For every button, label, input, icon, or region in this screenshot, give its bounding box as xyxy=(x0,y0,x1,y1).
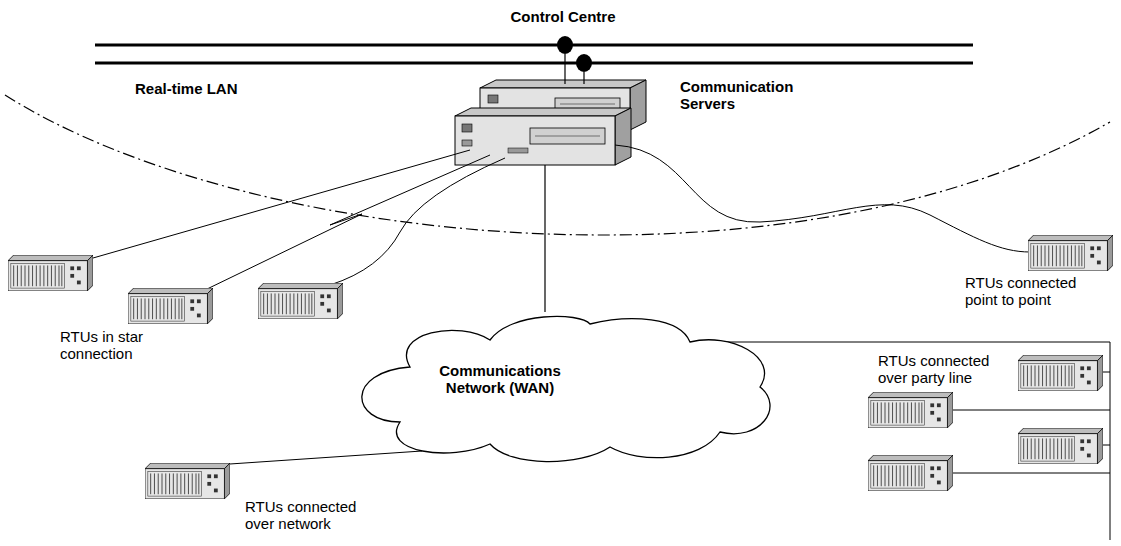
star-wire xyxy=(330,158,505,285)
lan-tap xyxy=(583,72,584,84)
rtu-rack xyxy=(8,255,93,291)
lan-label: Real-time LAN xyxy=(135,80,238,97)
cloud-outline xyxy=(340,312,785,467)
rtu-rack xyxy=(1028,235,1113,271)
boundary-curve xyxy=(5,95,1110,235)
star-wire xyxy=(93,150,470,258)
server-label: Communication Servers xyxy=(680,78,793,113)
lan-connector-dot xyxy=(557,36,573,54)
rtu-rack xyxy=(1018,355,1103,391)
lan-bus xyxy=(95,62,973,65)
rtu-rack xyxy=(258,283,343,319)
cloud-shape xyxy=(362,316,770,461)
rtu-rack xyxy=(128,288,213,324)
server-group: Communication Servers xyxy=(450,70,800,165)
cloud-label: Communications Network (WAN) xyxy=(439,362,561,397)
rtu-group-label: RTUs connected over party line xyxy=(878,352,1013,387)
network-cloud: Communications Network (WAN) xyxy=(340,312,785,467)
network-link xyxy=(544,165,545,312)
star-wire xyxy=(205,155,490,290)
lan-bus xyxy=(95,44,973,47)
rtu-group-label: RTUs connected point to point xyxy=(965,274,1100,309)
rtu-rack xyxy=(145,463,230,499)
lan-connector-dot xyxy=(576,54,592,72)
rtu-group-label: RTUs connected over network xyxy=(245,498,380,533)
lan-tap xyxy=(564,54,565,84)
rtu-group-label: RTUs in star connection xyxy=(60,328,175,363)
server-unit xyxy=(455,108,631,165)
point-to-point-wire xyxy=(615,145,1030,252)
title-label: Control Centre xyxy=(511,8,616,25)
rtu-rack xyxy=(1018,428,1103,464)
network-wire xyxy=(215,451,422,465)
rtu-rack xyxy=(868,392,953,428)
rtu-rack xyxy=(868,455,953,491)
